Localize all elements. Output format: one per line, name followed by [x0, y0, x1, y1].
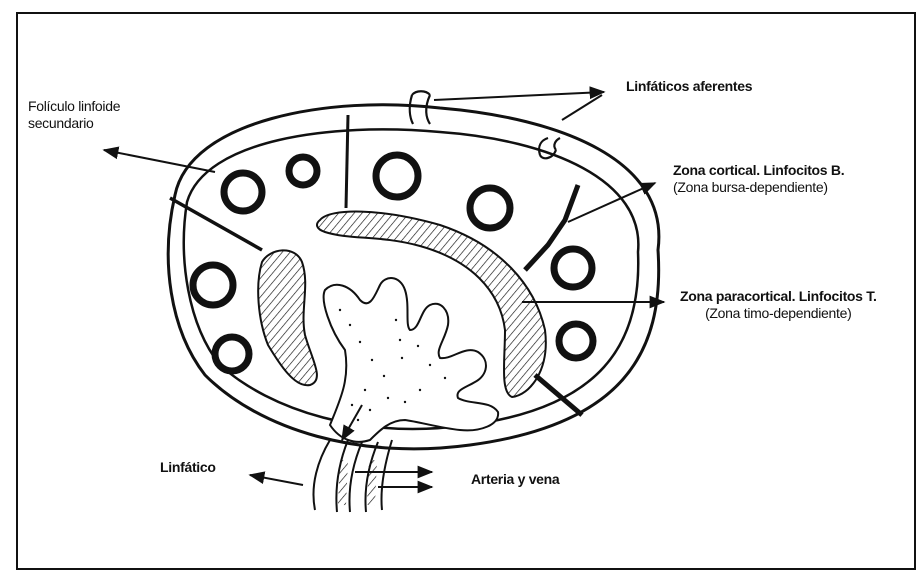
label-secondary-follicle: Folículo linfoide secundario	[28, 98, 120, 132]
paracortical-left	[258, 250, 317, 385]
label-efferent-lymphatic: Linfático	[160, 459, 216, 476]
label-paracortical-zone: Zona paracortical. Linfocitos T. (Zona t…	[680, 288, 877, 322]
label-afferent-lymphatics: Linfáticos aferentes	[626, 78, 752, 95]
hilum-vessels	[313, 440, 392, 512]
label-artery-vein: Arteria y vena	[471, 471, 559, 488]
label-cortical-zone: Zona cortical. Linfocitos B. (Zona bursa…	[673, 162, 844, 196]
medullary-cords	[324, 278, 498, 442]
